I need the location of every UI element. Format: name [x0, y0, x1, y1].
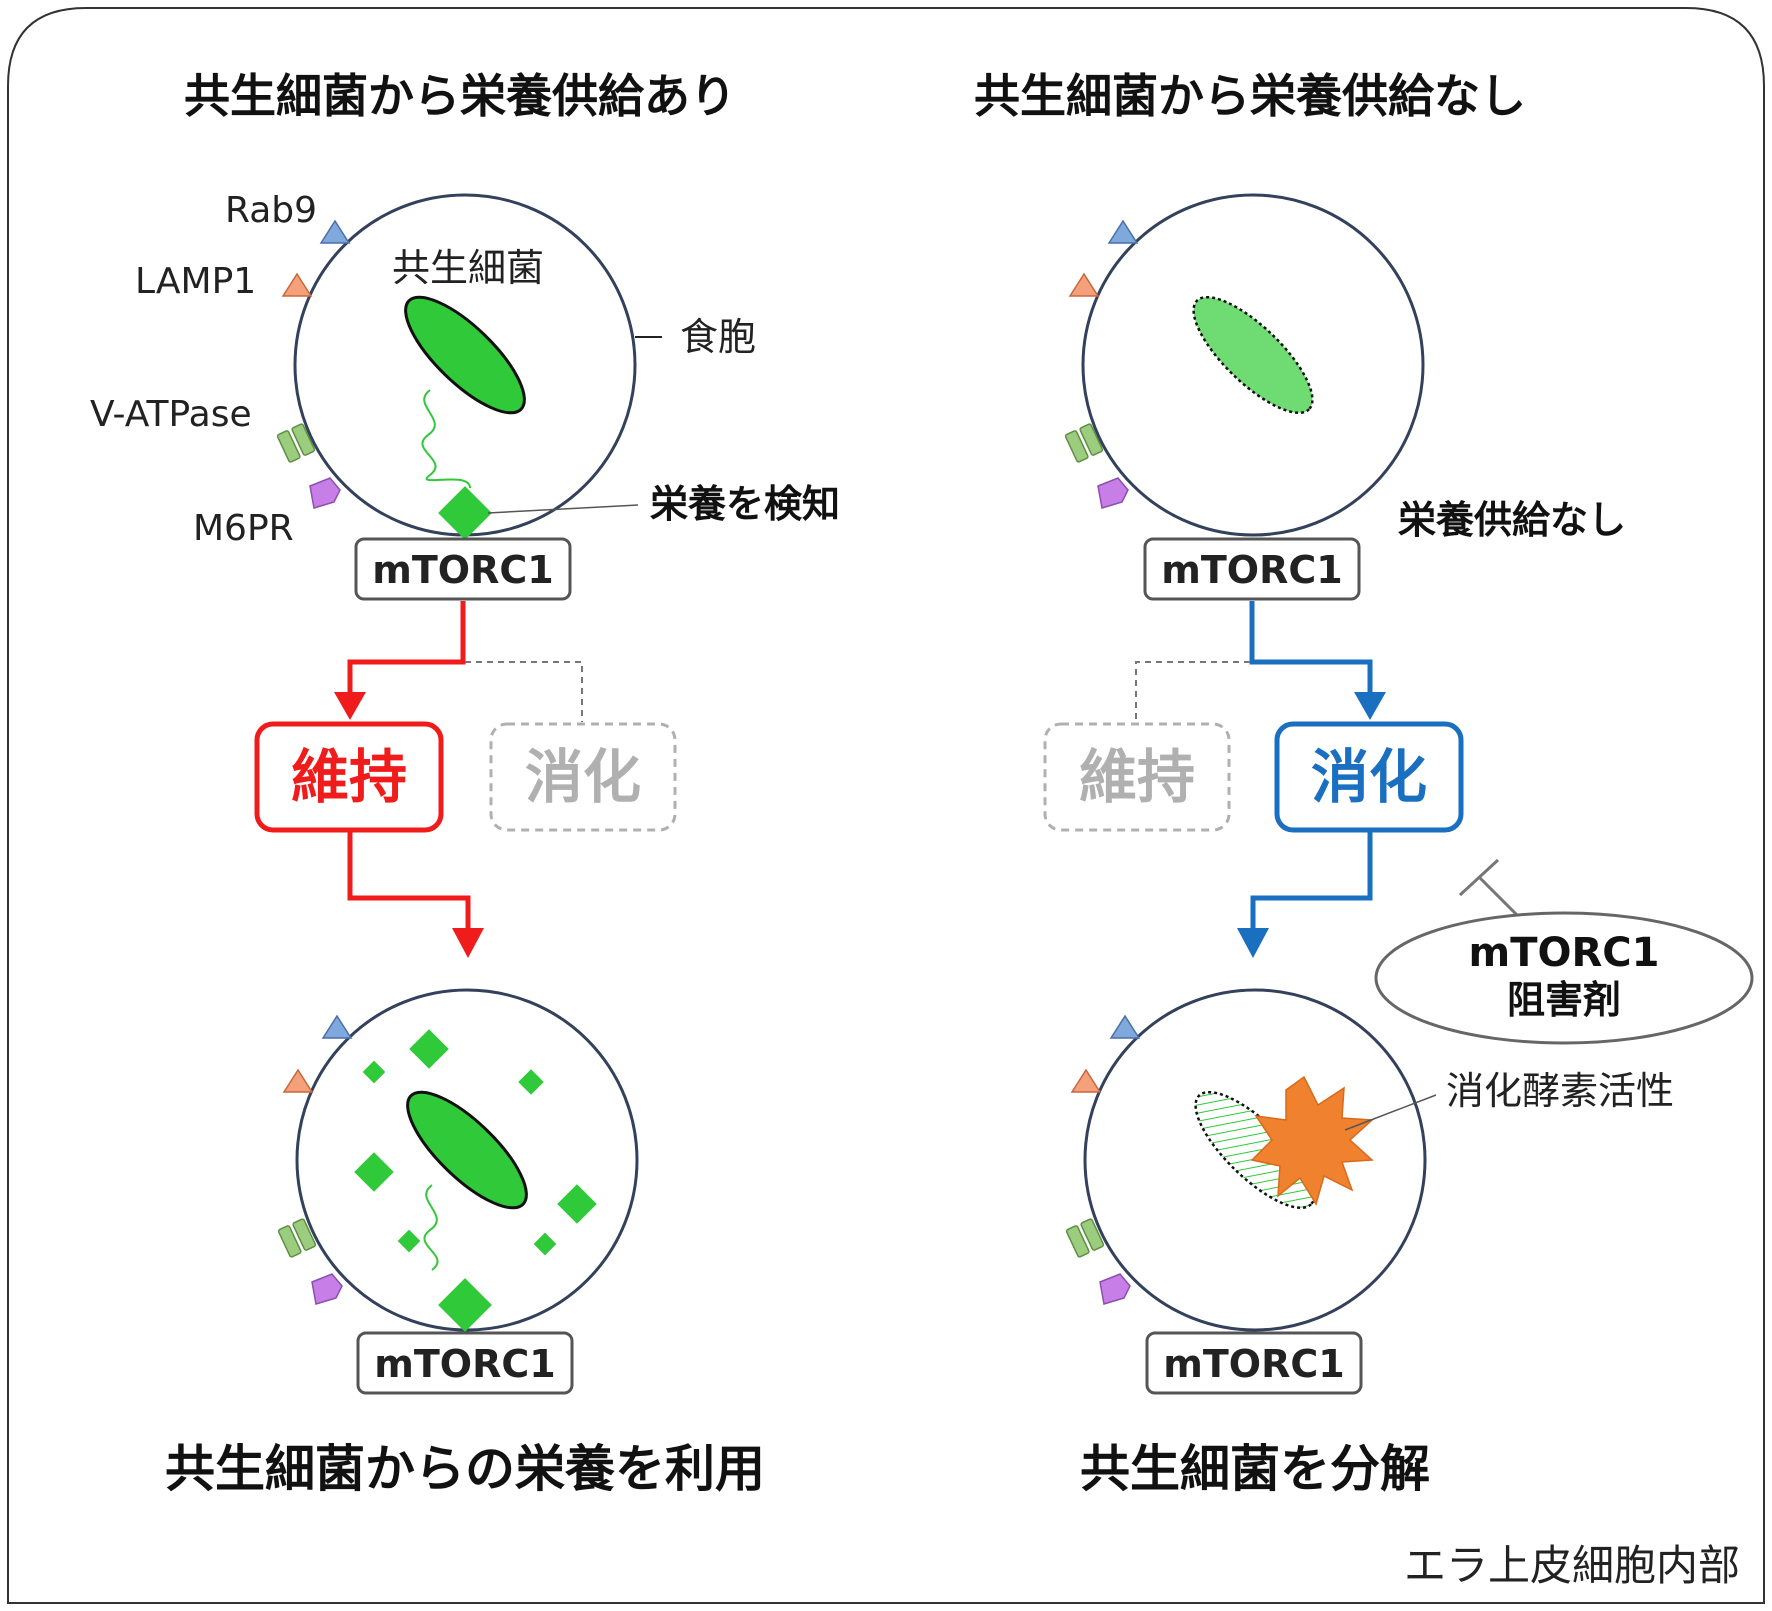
label-bacteria: 共生細菌	[392, 246, 544, 290]
left-title: 共生細菌から栄養供給あり	[184, 69, 736, 123]
vatpase-marker	[276, 423, 316, 463]
digest-label-right: 消化	[1311, 743, 1427, 811]
maintain-result-arrowhead	[452, 928, 484, 958]
inhibitor-ellipse	[1374, 911, 1754, 1045]
digest-box-right	[1274, 721, 1464, 833]
right-result: 共生細菌を分解	[1080, 1440, 1430, 1498]
m6pr-marker	[1099, 1273, 1131, 1305]
mtorc1-label-left-bottom: mTORC1	[374, 1342, 555, 1386]
right-bottom-phagosome	[1065, 988, 1427, 1332]
symbiotic-bacteria	[404, 295, 526, 415]
nutrient-diamond	[397, 1229, 421, 1253]
digest-result-arrow	[1250, 832, 1373, 932]
label-no-supply: 栄養供給なし	[1398, 498, 1626, 542]
digest-box-left-inactive	[489, 722, 677, 832]
enzyme-leader-line	[1344, 1094, 1437, 1131]
m6pr-marker	[311, 1273, 343, 1305]
digest-pathway-arrow	[1249, 601, 1373, 696]
vatpase-marker	[1064, 423, 1104, 463]
vatpase-marker	[1065, 1218, 1105, 1258]
digest-inactive-line-left	[465, 661, 583, 722]
inhibitor-label-1: mTORC1	[1469, 930, 1660, 976]
lamp1-marker	[281, 272, 313, 297]
left-bottom-phagosome	[277, 988, 639, 1332]
mtorc1-label-left-top: mTORC1	[372, 548, 553, 592]
mtorc1-label-right-top: mTORC1	[1161, 548, 1342, 592]
maintain-label-left: 維持	[291, 743, 407, 811]
maintain-pathway-arrow	[347, 601, 466, 696]
symbiotic-bacteria-faded	[1192, 295, 1314, 415]
lamp1-marker	[282, 1068, 314, 1093]
left-result: 共生細菌からの栄養を利用	[165, 1440, 765, 1498]
label-enzyme: 消化酵素活性	[1446, 1069, 1674, 1113]
right-top-phagosome	[1064, 193, 1425, 537]
label-rab9: Rab9	[225, 190, 317, 231]
mtorc1-label-right-bottom: mTORC1	[1163, 1342, 1344, 1386]
symbiotic-bacteria	[406, 1090, 528, 1210]
maintain-inactive-line-right	[1135, 661, 1250, 722]
footer-caption: エラ上皮細胞内部	[1404, 1541, 1740, 1590]
maintain-box-right-inactive	[1043, 722, 1231, 832]
rab9-marker	[1107, 219, 1139, 244]
bacteria-flagellum	[421, 389, 471, 489]
maintain-result-arrow	[347, 832, 471, 932]
label-vatpase: V-ATPase	[90, 394, 252, 435]
lamp1-marker	[1068, 272, 1100, 297]
mtorc1-box-right-top	[1143, 537, 1361, 601]
maintain-box-left	[254, 721, 444, 833]
rab9-marker	[319, 219, 351, 244]
left-top-phagosome	[276, 193, 637, 540]
label-lamp1: LAMP1	[135, 261, 256, 302]
digest-result-arrowhead	[1237, 928, 1269, 958]
label-m6pr: M6PR	[193, 508, 294, 549]
rab9-marker	[321, 1014, 353, 1039]
m6pr-marker	[1097, 477, 1129, 509]
m6pr-marker	[309, 477, 341, 509]
rab9-marker	[1109, 1014, 1141, 1039]
nutrient-diamond	[362, 1060, 386, 1084]
mtorc1-box-left-bottom	[356, 1331, 574, 1395]
label-sensing: 栄養を検知	[650, 482, 840, 526]
inhibitor-label-2: 阻害剤	[1507, 978, 1621, 1022]
digest-arrowhead	[1354, 692, 1386, 720]
sensing-leader-line	[487, 504, 639, 514]
mtorc1-box-left-top	[354, 537, 572, 601]
right-title: 共生細菌から栄養供給なし	[974, 69, 1526, 123]
nutrient-diamond	[557, 1184, 597, 1224]
maintain-label-right-inactive: 維持	[1079, 743, 1195, 811]
vatpase-marker	[277, 1218, 317, 1258]
mtorc1-box-right-bottom	[1145, 1331, 1363, 1395]
nutrient-diamond	[533, 1232, 557, 1256]
maintain-arrowhead	[334, 692, 366, 720]
bacteria-flagellum	[423, 1184, 439, 1271]
digest-label-left-inactive: 消化	[525, 743, 641, 811]
label-phagosome: 食胞	[680, 315, 756, 359]
lamp1-marker	[1070, 1068, 1102, 1093]
enzyme-burst	[1250, 1075, 1374, 1206]
